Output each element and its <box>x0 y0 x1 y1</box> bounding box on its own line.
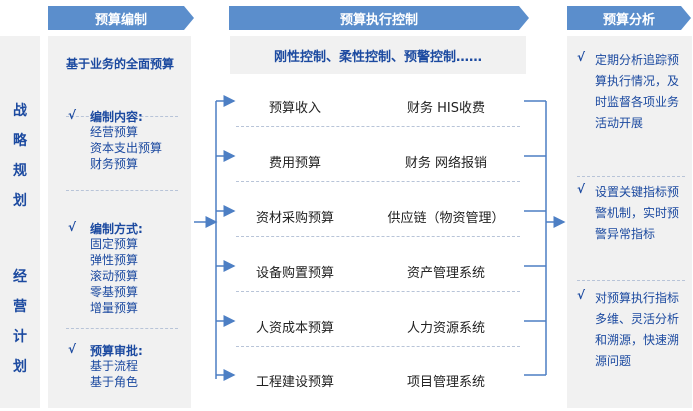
check-icon: √ <box>577 288 586 302</box>
divider <box>66 328 178 329</box>
divider <box>577 176 685 177</box>
budget-item: 费用预算 <box>268 156 321 171</box>
control-row: 工程建设预算 项目管理系统 <box>230 362 526 400</box>
system-item: 人力资源系统 <box>406 321 485 336</box>
system-item: 资产管理系统 <box>406 266 485 281</box>
divider <box>236 346 520 347</box>
strategy-char: 战 <box>13 103 27 119</box>
analysis-item: √ 设置关键指标预警机制，实时预警异常指标 <box>577 182 689 282</box>
budget-item: 资材采购预算 <box>255 211 334 226</box>
strategy-char: 规 <box>13 163 27 179</box>
section-heading: 预算审批: <box>90 344 143 358</box>
section-item: 固定预算 <box>90 237 139 251</box>
system-item: 财务 HIS收费 <box>407 101 485 116</box>
compile-panel: 基于业务的全面预算 √ 编制内容: 经营预算 资本支出预算 财务预算 √ 编制方… <box>48 36 191 408</box>
analysis-item: √ 对预算执行指标多维、灵活分析和溯源，快速溯源问题 <box>577 288 689 398</box>
analysis-panel: √ 定期分析追踪预算执行情况，及时监督各项业务活动开展 √ 设置关键指标预警机制… <box>567 36 692 408</box>
analysis-text: 定期分析追踪预算执行情况，及时监督各项业务活动开展 <box>595 53 680 130</box>
strategy-char: 划 <box>13 193 27 209</box>
divider <box>236 181 520 182</box>
section-item: 财务预算 <box>90 157 139 171</box>
analysis-item: √ 定期分析追踪预算执行情况，及时监督各项业务活动开展 <box>577 50 689 180</box>
divider <box>236 291 520 292</box>
analysis-text: 对预算执行指标多维、灵活分析和溯源，快速溯源问题 <box>595 291 680 368</box>
strategy-char: 划 <box>13 359 27 375</box>
control-row: 资材采购预算 供应链（物资管理） <box>230 198 526 236</box>
check-icon: √ <box>68 108 77 122</box>
strategy-char: 营 <box>13 299 27 315</box>
control-row: 预算收入 财务 HIS收费 <box>230 88 526 126</box>
section-item: 增量预算 <box>90 301 139 315</box>
section-item: 滚动预算 <box>90 269 139 283</box>
system-item: 财务 网络报销 <box>404 156 488 171</box>
check-icon: √ <box>68 220 77 234</box>
system-item: 项目管理系统 <box>406 375 485 390</box>
check-icon: √ <box>577 50 586 64</box>
control-row: 费用预算 财务 网络报销 <box>230 143 526 181</box>
section-item: 基于流程 <box>90 359 139 373</box>
divider <box>66 190 178 191</box>
control-title: 刚性控制、柔性控制、预警控制…… <box>273 49 482 65</box>
header-budget-compile: 预算编制 <box>48 6 194 30</box>
divider <box>236 236 520 237</box>
compile-title: 基于业务的全面预算 <box>66 57 175 71</box>
control-row: 设备购置预算 资产管理系统 <box>230 253 526 291</box>
section-item: 零基预算 <box>90 285 139 299</box>
divider <box>236 126 520 127</box>
control-row: 人资成本预算 人力资源系统 <box>230 308 526 346</box>
check-icon: √ <box>68 342 77 356</box>
strategy-column: 战 略 规 划 经 营 计 划 <box>0 36 40 408</box>
budget-item: 人资成本预算 <box>255 321 334 336</box>
budget-item: 预算收入 <box>268 101 321 116</box>
header-budget-control: 预算执行控制 <box>229 6 529 30</box>
budget-item: 设备购置预算 <box>255 266 334 281</box>
section-item: 弹性预算 <box>90 253 139 267</box>
divider <box>577 280 685 281</box>
divider <box>66 116 178 117</box>
section-item: 资本支出预算 <box>90 141 163 155</box>
check-icon: √ <box>577 182 586 196</box>
section-item: 基于角色 <box>90 375 139 389</box>
system-item: 供应链（物资管理） <box>387 211 505 226</box>
budget-item: 工程建设预算 <box>255 375 334 390</box>
section-heading: 编制内容: <box>90 110 143 124</box>
strategy-char: 计 <box>13 329 27 345</box>
control-title-box: 刚性控制、柔性控制、预警控制…… <box>230 36 526 74</box>
header-budget-analysis: 预算分析 <box>567 6 691 30</box>
section-item: 经营预算 <box>90 125 139 139</box>
section-heading: 编制方式: <box>90 222 143 236</box>
strategy-char: 经 <box>13 269 27 285</box>
strategy-char: 略 <box>13 133 27 149</box>
analysis-text: 设置关键指标预警机制，实时预警异常指标 <box>595 185 680 241</box>
